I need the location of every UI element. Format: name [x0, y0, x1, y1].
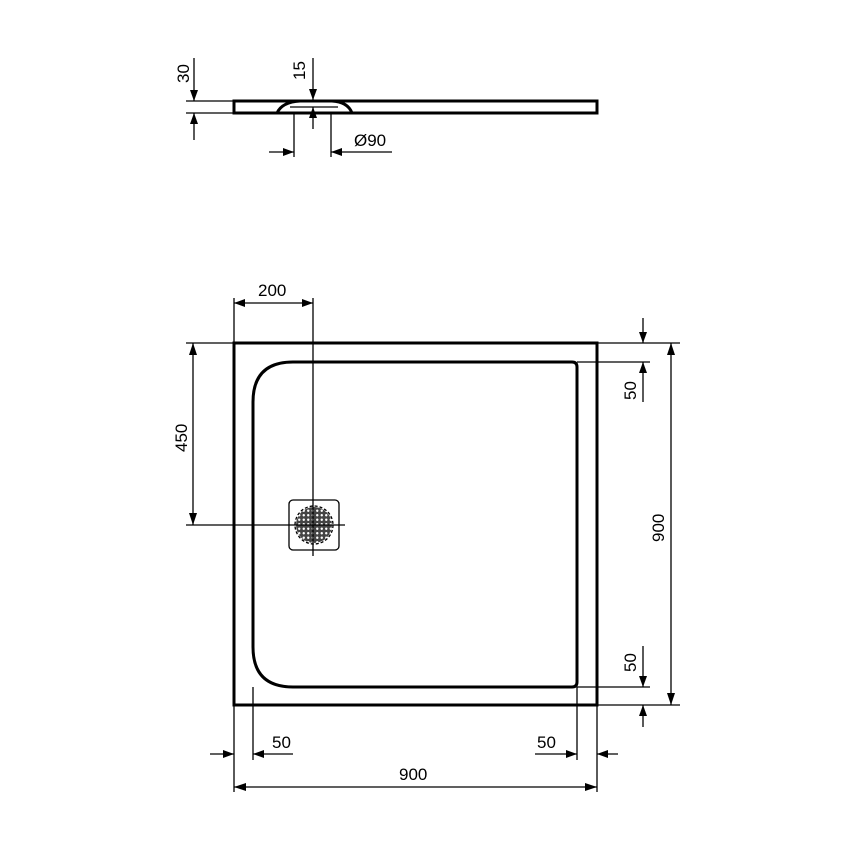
- drain-depth-label: 15: [290, 61, 309, 80]
- tray-section-profile: [232, 99, 599, 115]
- rim-right-label: 50: [537, 733, 556, 752]
- tray-basin: [251, 360, 579, 689]
- section-view: 30 15 Ø90: [174, 58, 599, 157]
- dimension-rim-top: 50: [621, 318, 647, 402]
- rim-bottom-label: 50: [621, 653, 640, 672]
- drain-offset-y-label: 450: [172, 424, 191, 452]
- dimension-drain-diameter: Ø90: [269, 113, 392, 157]
- dimension-rim-right: 50: [535, 733, 618, 758]
- thickness-label: 30: [174, 64, 193, 83]
- rim-left-label: 50: [272, 733, 291, 752]
- dimension-drain-depth: 15: [290, 58, 317, 129]
- dimension-drain-offset-x: 200: [233, 281, 313, 343]
- plan-view: 200 450 50 900: [172, 281, 680, 792]
- length-label: 900: [649, 514, 668, 542]
- dimension-length: 900: [649, 343, 675, 705]
- dimension-rim-left: 50: [210, 733, 293, 758]
- rim-top-label: 50: [621, 381, 640, 400]
- dimension-rim-bottom: 50: [621, 646, 647, 727]
- tray-outline: [232, 341, 599, 707]
- drain-offset-x-label: 200: [258, 281, 286, 300]
- dimension-width: 900: [234, 765, 597, 791]
- dimension-thickness: 30: [174, 58, 234, 140]
- width-label: 900: [399, 765, 427, 784]
- drain-diameter-label: Ø90: [354, 131, 386, 150]
- dimension-drain-offset-y: 450: [172, 342, 234, 525]
- drain-section-bump: [275, 99, 354, 114]
